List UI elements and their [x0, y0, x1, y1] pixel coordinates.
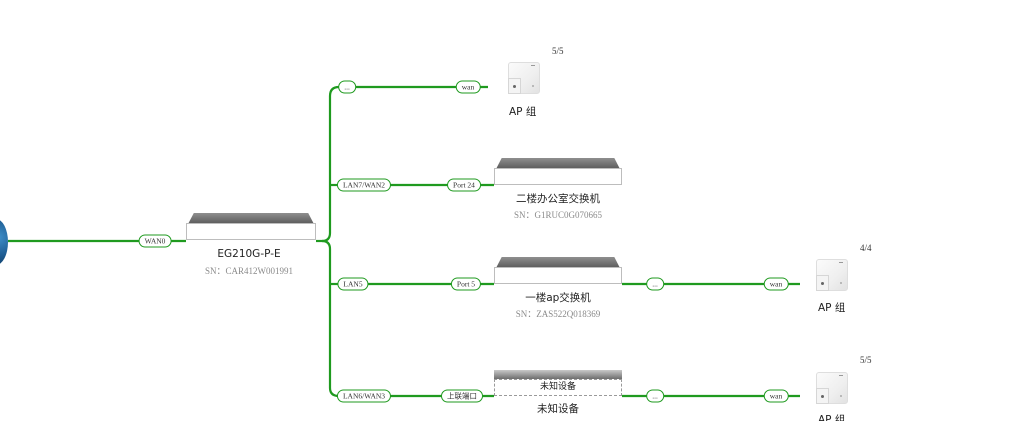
port-gateway-branch3[interactable]: LAN5 [337, 277, 369, 291]
access-point-icon[interactable] [816, 259, 848, 291]
ap-group-count: 5/5 [552, 46, 564, 56]
port-wan0[interactable]: WAN0 [138, 234, 172, 248]
port-ap-branch3[interactable]: wan [763, 277, 789, 291]
ap-group-label: AP 组 [818, 414, 846, 421]
port-switch-downlink-branch3[interactable]: ... [646, 277, 664, 291]
port-gateway-branch2[interactable]: LAN7/WAN2 [336, 178, 392, 192]
link-bus-bottom [321, 239, 340, 398]
globe-icon[interactable] [0, 219, 8, 265]
gateway-name: EG210G-P-E [217, 248, 281, 260]
port-ap-branch4[interactable]: wan [763, 389, 789, 403]
switch-sn: SN：ZAS522Q018369 [515, 309, 601, 319]
port-switch-branch3[interactable]: Port 5 [450, 277, 482, 291]
access-point-icon[interactable] [816, 372, 848, 404]
unknown-device-face-label: 未知设备 [494, 379, 622, 396]
ap-group-count: 4/4 [860, 243, 872, 253]
gateway-sn: SN：CAR412W001991 [204, 266, 294, 276]
ap-group-label: AP 组 [818, 302, 846, 314]
access-point-icon[interactable] [508, 62, 540, 94]
link-bus-top [321, 85, 340, 243]
switch-icon [496, 158, 620, 168]
unknown-device-name: 未知设备 [537, 403, 579, 415]
switch-device-1f-ap[interactable] [494, 257, 622, 284]
port-switch-branch2[interactable]: Port 24 [447, 178, 481, 192]
switch-name: 二楼办公室交换机 [516, 193, 600, 205]
port-unknown-downlink-branch4[interactable]: ... [646, 389, 664, 403]
port-ap-branch1[interactable]: wan [455, 80, 481, 94]
gateway-device[interactable] [186, 213, 316, 240]
switch-sn: SN：G1RUC0G070665 [513, 210, 603, 220]
switch-device-2f-office[interactable] [494, 158, 622, 185]
ap-group-count: 5/5 [860, 355, 872, 365]
unknown-device-icon [494, 370, 622, 379]
unknown-device[interactable]: 未知设备 [494, 370, 622, 396]
switch-icon [188, 213, 314, 223]
port-gateway-branch1[interactable]: ... [338, 80, 356, 94]
port-gateway-branch4[interactable]: LAN6/WAN3 [336, 389, 392, 403]
ap-group-label: AP 组 [509, 106, 537, 118]
switch-icon [496, 257, 620, 267]
port-unknown-branch4[interactable]: 上联端口 [441, 389, 483, 403]
switch-name: 一楼ap交换机 [525, 292, 591, 304]
